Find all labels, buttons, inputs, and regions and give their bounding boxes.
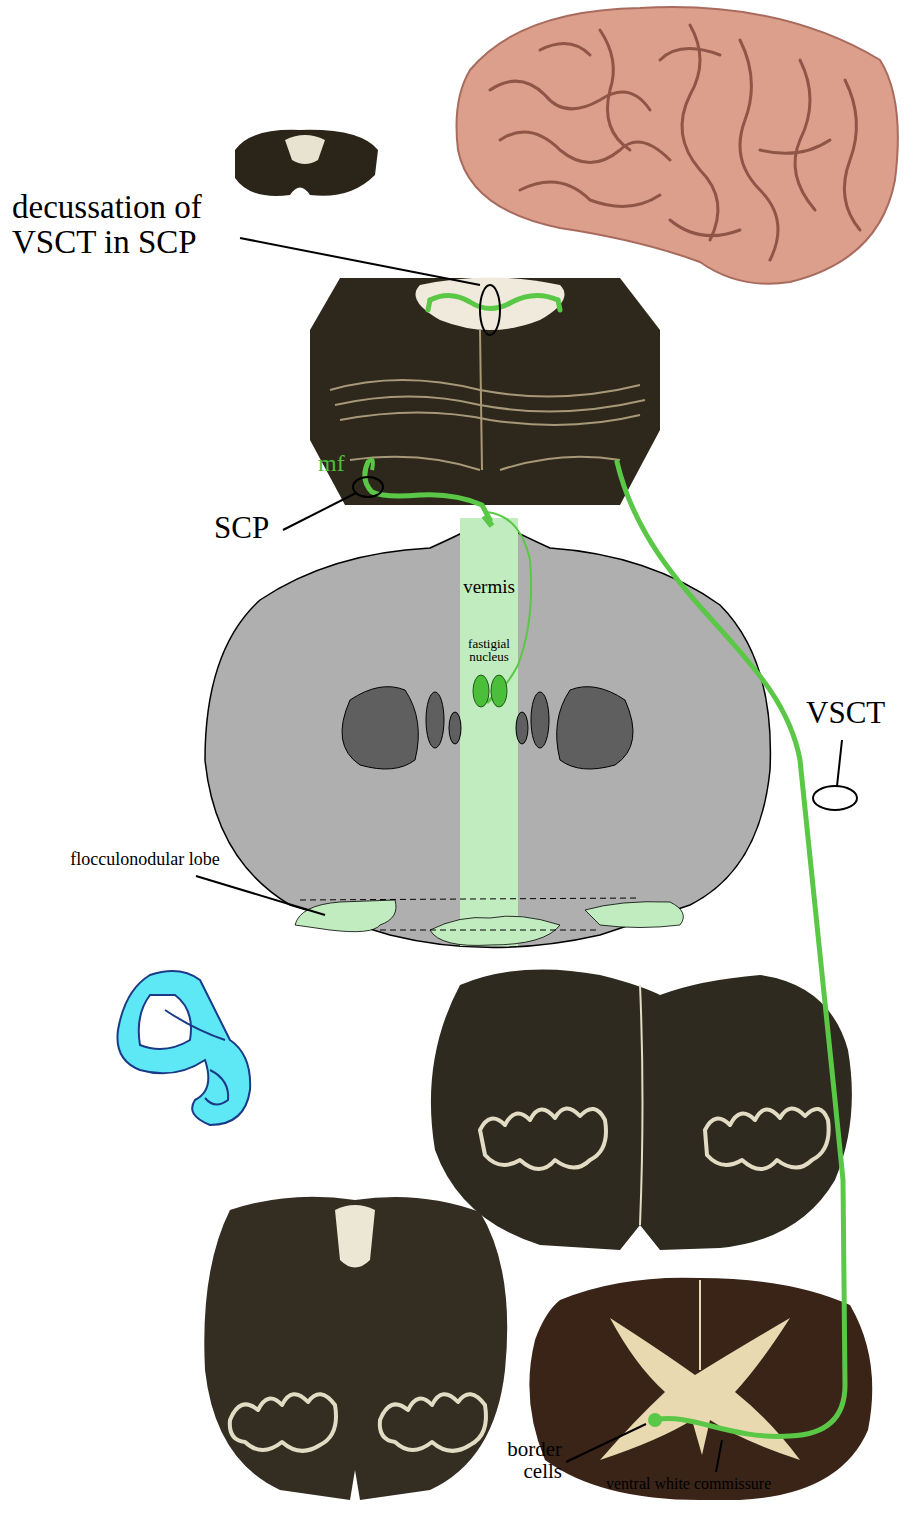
structure-name: flocculonodular lobe	[70, 850, 220, 869]
midbrain-section	[310, 278, 660, 505]
inner-ear	[117, 971, 250, 1125]
spinal-cord-section	[529, 1278, 872, 1500]
structure-name: vermis	[460, 577, 518, 596]
flocculonodular-lobe	[295, 900, 683, 945]
mossy-fiber-branch	[486, 512, 531, 700]
structure-name: ventral white commissure	[606, 1476, 856, 1493]
cell-label: border cells	[470, 1438, 562, 1482]
lower-medulla-section	[204, 1197, 507, 1500]
structure-name: fastigial nucleus	[460, 637, 518, 663]
vermis-band: vermis fastigial nucleus	[460, 515, 518, 945]
brainstem-thumbnail	[235, 130, 378, 196]
vsct-pathway	[365, 295, 845, 1436]
fiber-label: mf	[318, 451, 358, 476]
callout-label: decussation of VSCT in SCP	[12, 190, 252, 259]
cerebellum-outline	[205, 518, 770, 948]
brain-gyri	[490, 25, 860, 260]
callout-label: SCP	[214, 512, 294, 545]
fastigial-ovals	[460, 669, 518, 711]
nucleus-label-box: fastigial nucleus	[460, 637, 518, 711]
callout-label: VSCT	[806, 697, 898, 730]
vermis-band	[460, 518, 518, 946]
leader-lines	[196, 238, 857, 1472]
brain-photo	[457, 7, 898, 284]
medulla-section	[431, 969, 852, 1250]
